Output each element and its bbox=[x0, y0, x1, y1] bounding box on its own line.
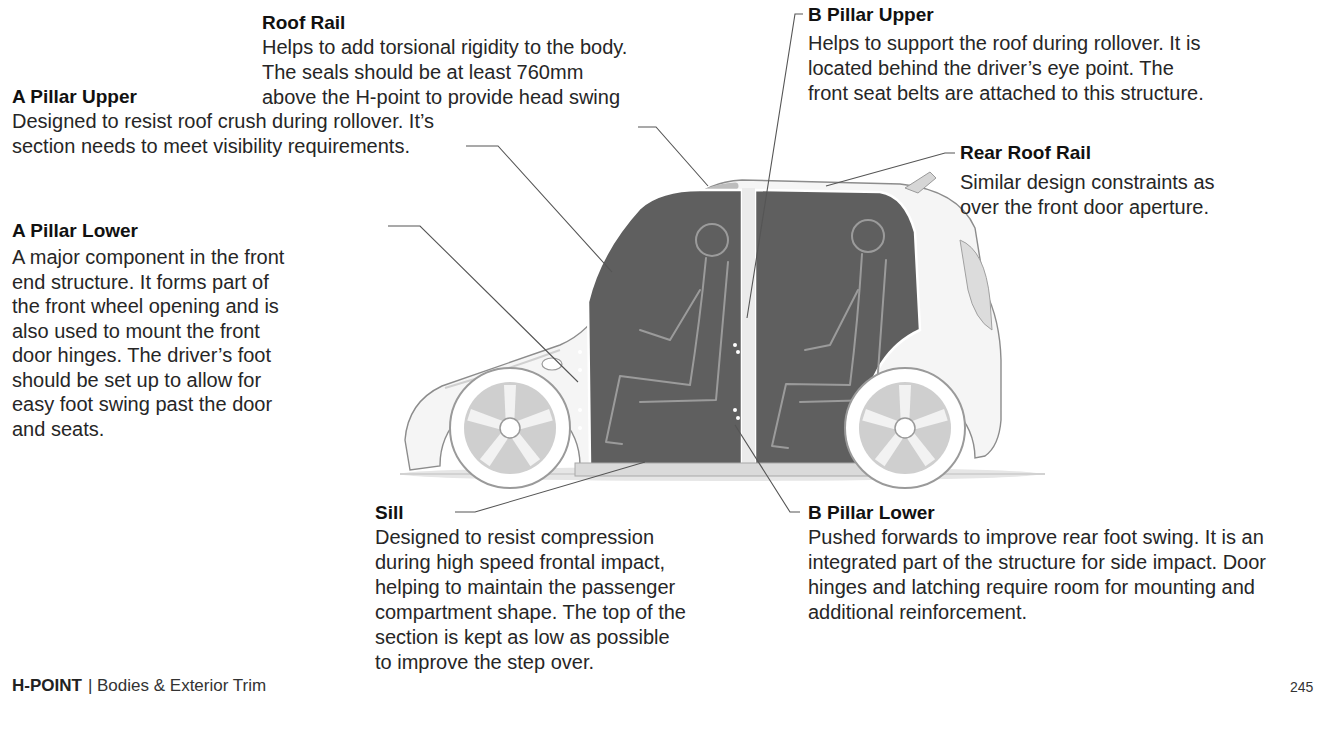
leader-line bbox=[388, 226, 578, 382]
tail-light bbox=[960, 240, 992, 330]
dot bbox=[578, 368, 582, 372]
rear-door-aperture bbox=[755, 190, 920, 465]
spokes bbox=[862, 385, 947, 466]
rim bbox=[464, 382, 556, 474]
car-body bbox=[405, 172, 1001, 470]
dot bbox=[733, 408, 737, 412]
tyre bbox=[450, 368, 570, 488]
hub bbox=[500, 418, 520, 438]
tyre bbox=[845, 368, 965, 488]
part-description: A major component in the front end struc… bbox=[12, 245, 292, 441]
book-title: H-POINT bbox=[12, 675, 82, 697]
leader-line bbox=[826, 153, 955, 186]
dot bbox=[578, 408, 582, 412]
part-description: Designed to resist compression during hi… bbox=[375, 525, 691, 675]
part-heading: B Pillar Lower bbox=[808, 500, 935, 525]
dot bbox=[578, 350, 582, 354]
leader-line bbox=[735, 425, 800, 512]
part-heading: A Pillar Upper bbox=[12, 84, 137, 109]
leader-line bbox=[747, 14, 803, 318]
page-number: 245 bbox=[1290, 677, 1313, 697]
spokes bbox=[467, 385, 552, 466]
part-description: Designed to resist roof crush during rol… bbox=[12, 109, 452, 159]
driver-arm bbox=[640, 290, 700, 340]
leader-line bbox=[466, 146, 612, 272]
rear-wheel bbox=[845, 368, 965, 488]
section-name: | Bodies & Exterior Trim bbox=[88, 675, 266, 697]
leader-line bbox=[455, 462, 645, 512]
passenger-arm bbox=[805, 290, 858, 350]
part-description: Helps to add torsional rigidity to the b… bbox=[262, 35, 637, 110]
roof-fin bbox=[905, 172, 936, 193]
part-heading: Roof Rail bbox=[262, 10, 345, 35]
b-pillar bbox=[742, 188, 755, 466]
part-description: Helps to support the roof during rollove… bbox=[808, 31, 1216, 106]
part-heading: Rear Roof Rail bbox=[960, 140, 1091, 165]
part-description: Similar design constraints as over the f… bbox=[960, 170, 1250, 220]
front-wheel bbox=[450, 368, 570, 488]
leader-line bbox=[638, 127, 708, 186]
part-description: Pushed forwards to improve rear foot swi… bbox=[808, 525, 1270, 625]
driver-body bbox=[606, 258, 706, 444]
front-door-aperture bbox=[588, 190, 742, 465]
passenger-head bbox=[852, 220, 884, 252]
dot bbox=[736, 350, 740, 354]
dot bbox=[736, 416, 740, 420]
body-outline bbox=[405, 180, 1001, 470]
dot bbox=[733, 343, 737, 347]
driver-seat bbox=[640, 262, 728, 402]
rim bbox=[859, 382, 951, 474]
hub bbox=[895, 418, 915, 438]
part-heading: A Pillar Lower bbox=[12, 218, 138, 243]
hinge-dots bbox=[578, 343, 740, 430]
driver-head bbox=[696, 224, 728, 256]
occupants bbox=[606, 220, 886, 448]
dot bbox=[578, 426, 582, 430]
part-heading: B Pillar Upper bbox=[808, 2, 934, 27]
part-heading: Sill bbox=[375, 500, 404, 525]
